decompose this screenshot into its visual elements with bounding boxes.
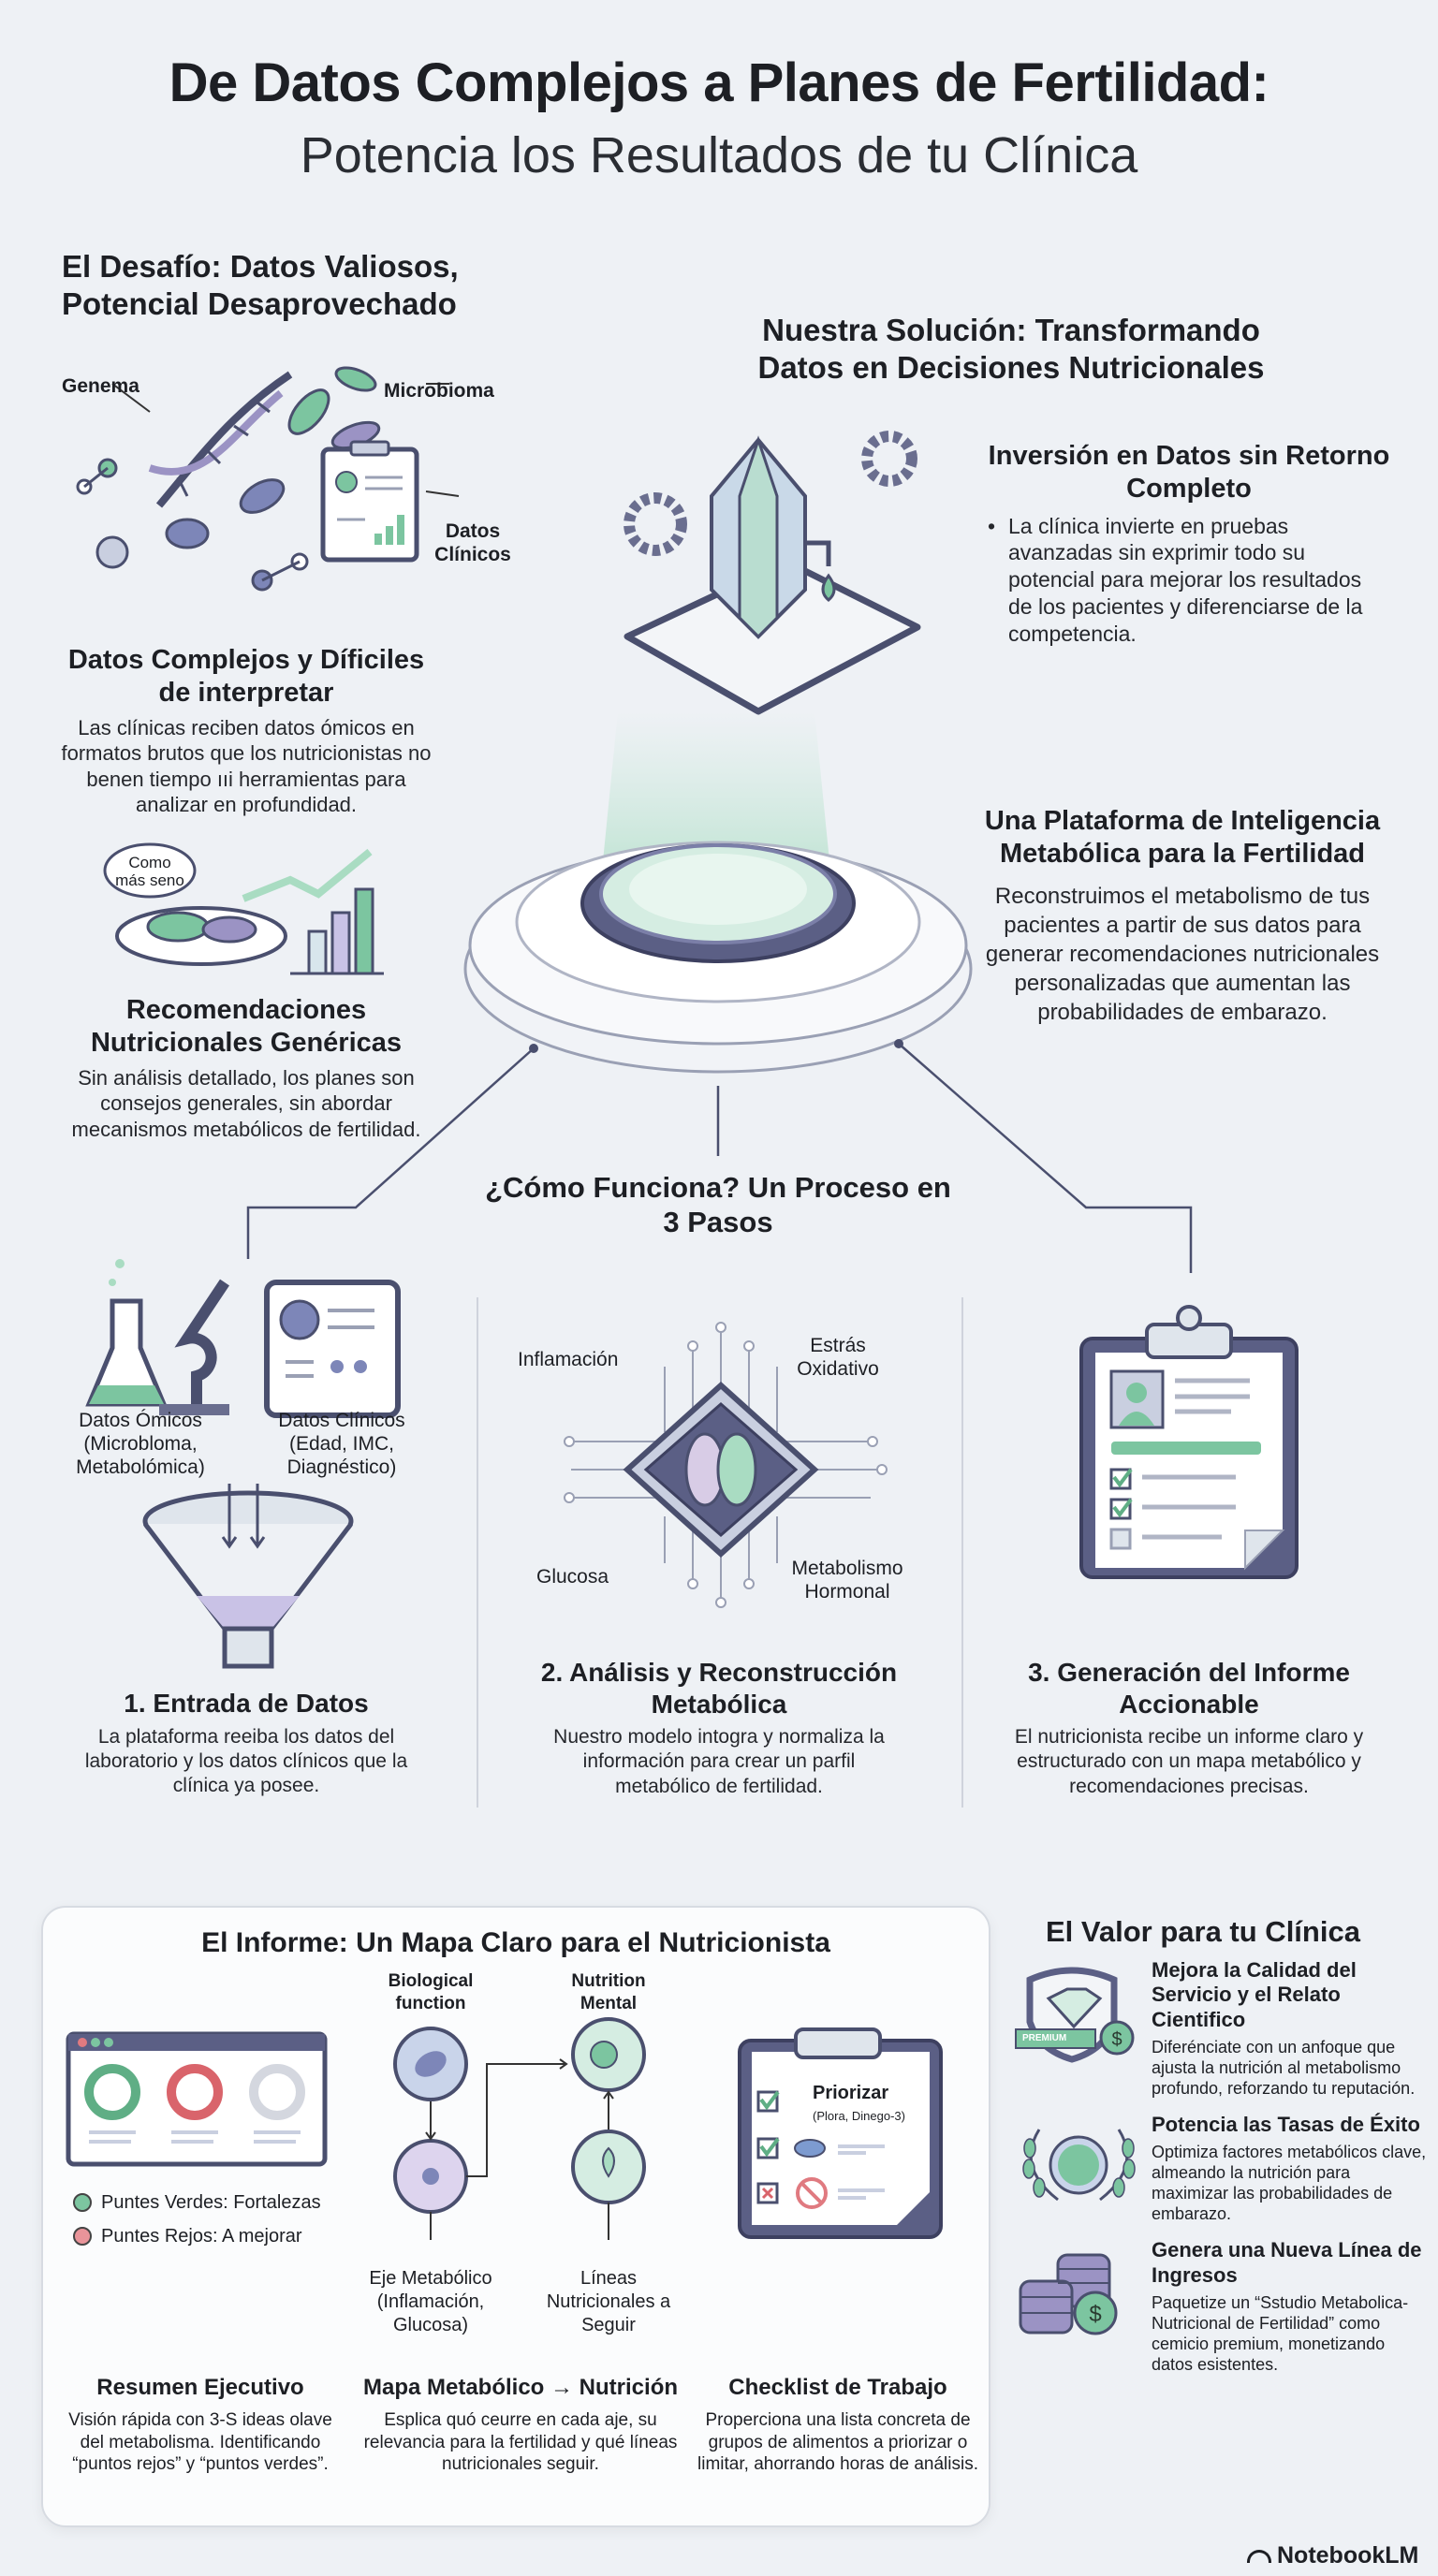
value-item-text: Diferénciate con un anfoque que ajusta l… xyxy=(1152,2038,1416,2099)
value-list: $ PREMIUM Mejora la Calidad del Servicio… xyxy=(1015,1958,1428,2389)
page-title: De Datos Complejos a Planes de Fertilida… xyxy=(169,52,1269,113)
microbiome-label: Microbioma xyxy=(384,380,494,402)
process-heading: ¿Cómo Funciona? Un Proceso en 3 Pasos xyxy=(485,1171,951,1239)
coins-icon: $ xyxy=(1019,2253,1118,2335)
challenge-item-text: Sin análisis detallado, los planes son c… xyxy=(71,1065,421,1141)
oxidative-stress-label: Estrás Oxidativo xyxy=(797,1335,879,1381)
report-column-title: Mapa Metabólico → Nutrición xyxy=(362,2375,679,2400)
value-item-title: Genera una Nueva Línea de Ingresos xyxy=(1152,2238,1422,2287)
clinical-data-label: Datos Clínicos xyxy=(434,520,511,566)
laurel-icon xyxy=(1022,2129,1136,2202)
shield-diamond-icon: $ xyxy=(1015,1967,1135,2063)
nutrition-mental-label: Nutrition Mental xyxy=(571,1971,646,2013)
step-text: El nutricionista recibe un informe claro… xyxy=(1014,1726,1364,1797)
step-title: 3. Generación del Informe Accionable xyxy=(1028,1658,1350,1719)
challenge-item-text: Las clínicas reciben datos ómicos en for… xyxy=(61,715,432,817)
glucose-label: Glucosa xyxy=(536,1566,609,1588)
legend-label: Puntes Rejos: A mejorar xyxy=(101,2225,302,2247)
value-item: Potencia las Tasas de Éxito Optimiza fac… xyxy=(1016,2113,1428,2225)
genome-label: Genema xyxy=(62,375,139,397)
page-subtitle: Potencia los Resultados de tu Clínica xyxy=(300,127,1138,183)
process-step: 1. Entrada de Datos La plataforma reeiba… xyxy=(56,1688,436,1798)
process-step: 3. Generación del Informe Accionable El … xyxy=(992,1657,1386,1799)
step-text: Nuestro modelo intogra y normaliza la in… xyxy=(553,1726,885,1797)
omics-data-illustration xyxy=(76,366,460,592)
platform-title: Una Plataforma de Inteligencia Metabólic… xyxy=(984,806,1381,869)
executive-summary-dashboard-illustration xyxy=(66,2031,328,2167)
step-title: 1. Entrada de Datos xyxy=(124,1689,369,1718)
data-crystal-tablet-illustration xyxy=(624,431,921,715)
red-dot-icon xyxy=(73,2227,92,2246)
bullet-icon: • xyxy=(988,513,996,538)
value-item-title: Mejora la Calidad del Servicio y el Rela… xyxy=(1152,1958,1357,2031)
challenge-item: Datos Complejos y Díficiles de interpret… xyxy=(56,644,436,818)
value-item-text: Optimiza factores metabólicos clave, alm… xyxy=(1152,2143,1427,2224)
notebooklm-logo-icon xyxy=(1247,2550,1271,2564)
value-heading: El Valor para tu Clínica xyxy=(1046,1915,1360,1948)
challenge-item: Recomendaciones Nutricionales Genéricas … xyxy=(56,994,436,1142)
investment-bullet-text: La clínica invierte en pruebas avanzadas… xyxy=(1008,513,1363,646)
value-item: $ Genera una Nueva Línea de Ingresos Paq… xyxy=(1016,2238,1428,2376)
report-column: Mapa Metabólico → Nutrición Esplica quó … xyxy=(351,2375,690,2476)
challenge-heading: El Desafío: Datos Valiosos, Potencial De… xyxy=(62,249,459,321)
svg-text:$: $ xyxy=(1111,2029,1122,2050)
metabolic-axis-label: Eje Metabólico (Inflamación, Glucosa) xyxy=(369,2268,492,2335)
report-column: Checklist de Trabajo Properciona una lis… xyxy=(697,2375,978,2476)
investment-title: Inversión en Datos sin Retorno Completo xyxy=(988,441,1390,504)
step-title: 2. Análisis y Reconstrucción Metabólica xyxy=(540,1658,898,1719)
step-text: La plataforma reeiba los datos del labor… xyxy=(84,1725,408,1797)
clinical-data-label: Datos Clínicos (Edad, IMC, Diagnéstico) xyxy=(278,1410,405,1479)
value-item-title: Potencia las Tasas de Éxito xyxy=(1152,2113,1420,2137)
platform-block: Una Plataforma de Inteligencia Metabólic… xyxy=(974,805,1391,1028)
legend-item-red: Puntes Rejos: A mejorar xyxy=(73,2222,354,2250)
biological-function-label: Biological function xyxy=(388,1971,474,2013)
nutrition-lines-label: Líneas Nutricionales a Seguir xyxy=(546,2268,671,2335)
metabolic-chip-brain-illustration xyxy=(564,1322,888,1608)
process-connector-lines xyxy=(246,1043,1193,1273)
brand-label: NotebookLM xyxy=(1277,2542,1419,2569)
legend-item-green: Puntes Verdes: Fortalezas xyxy=(73,2188,354,2217)
generic-food-chart-illustration xyxy=(103,842,384,975)
green-dot-icon xyxy=(73,2193,92,2212)
notebooklm-brand: NotebookLM xyxy=(1247,2542,1418,2569)
report-column: Resumen Ejecutivo Visión rápida con 3-S … xyxy=(54,2375,346,2476)
process-step: 2. Análisis y Reconstrucción Metabólica … xyxy=(496,1657,942,1799)
svg-text:$: $ xyxy=(1089,2302,1101,2327)
report-column-text: Esplica quó ceurre en cada aje, su relev… xyxy=(363,2409,678,2475)
metabolic-map-illustration xyxy=(393,2017,646,2240)
column-divider xyxy=(477,1297,478,1808)
report-column-title: Checklist de Trabajo xyxy=(728,2375,947,2400)
work-checklist-illustration xyxy=(738,2027,943,2239)
report-legend: Puntes Verdes: Fortalezas Puntes Rejos: … xyxy=(73,2188,354,2256)
checklist-priority-label: Priorizar xyxy=(813,2083,889,2103)
legend-label: Puntes Verdes: Fortalezas xyxy=(101,2191,321,2213)
report-column-title: Resumen Ejecutivo xyxy=(96,2375,304,2400)
report-panel xyxy=(41,1906,990,2527)
hormonal-metabolism-label: Metabolismo Hormonal xyxy=(791,1558,903,1603)
platform-text: Reconstruimos el metabolismo de tus paci… xyxy=(985,883,1380,1026)
investment-bullet: • La clínica invierte en pruebas avanzada… xyxy=(988,513,1390,648)
report-heading: El Informe: Un Mapa Claro para el Nutric… xyxy=(201,1927,830,1958)
inflammation-label: Inflamación xyxy=(518,1349,619,1370)
report-column-text: Properciona una lista concreta de grupos… xyxy=(697,2409,978,2475)
checklist-priority-sub: (Plora, Dinego-3) xyxy=(813,2109,905,2123)
challenge-item-title: Recomendaciones Nutricionales Genéricas xyxy=(90,995,403,1058)
value-item-text: Paquetize un “Sstudio Metabolica-Nutrici… xyxy=(1152,2293,1409,2374)
data-input-funnel-illustration xyxy=(85,1259,401,1669)
premium-badge: PREMIUM xyxy=(1022,2033,1067,2043)
solution-heading: Nuestra Solución: Transformando Datos en… xyxy=(757,313,1265,385)
report-clipboard-illustration xyxy=(1079,1305,1299,1579)
report-column-text: Visión rápida con 3-S ideas olave del me… xyxy=(68,2409,332,2475)
investment-block: Inversión en Datos sin Retorno Completo … xyxy=(988,440,1390,647)
omics-data-label: Datos Ómicos (Microbloma, Metabolómica) xyxy=(76,1410,205,1479)
platform-disc-illustration xyxy=(463,711,973,1074)
challenge-item-title: Datos Complejos y Díficiles de interpret… xyxy=(67,645,425,708)
column-divider xyxy=(961,1297,963,1808)
value-item: $ PREMIUM Mejora la Calidad del Servicio… xyxy=(1015,1958,1428,2100)
speech-bubble-text: Como más seno xyxy=(115,854,184,889)
